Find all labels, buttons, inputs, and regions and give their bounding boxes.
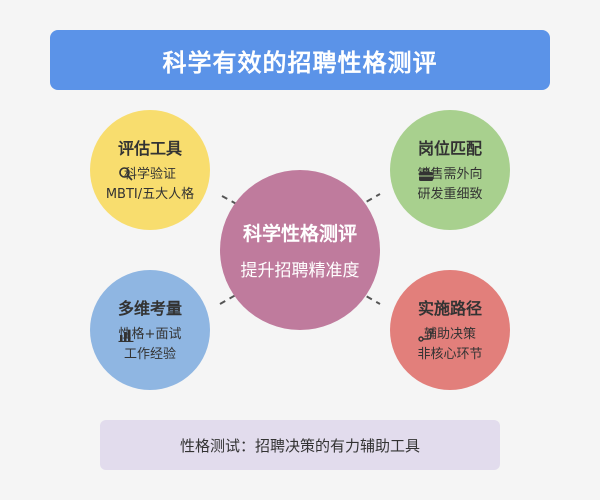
bar-chart-icon — [118, 328, 134, 346]
node-line: 非核心环节 — [417, 347, 483, 362]
node-line: 研发重细致 — [417, 187, 483, 202]
node-heading: 评估工具 — [117, 139, 182, 158]
node-heading: 实施路径 — [417, 299, 482, 318]
diagram-title: 科学有效的招聘性格测评 — [162, 48, 438, 77]
node-multi-dimension: 多维考量 性格+面试 工作经验 — [90, 270, 210, 390]
node-line: 性格+面试 — [118, 327, 182, 342]
node-line: 辅助决策 — [423, 327, 476, 342]
route-icon — [418, 328, 434, 346]
footer-summary: 性格测试：招聘决策的有力辅助工具 — [179, 436, 420, 455]
node-heading: 多维考量 — [117, 299, 182, 318]
node-evaluation-tools: 评估工具 科学验证 MBTI/五大人格 — [90, 110, 210, 230]
center-subtitle: 提升招聘精准度 — [240, 261, 360, 281]
briefcase-icon — [418, 168, 434, 186]
node-line: 科学验证 — [123, 167, 176, 182]
node-line: 工作经验 — [123, 347, 176, 362]
magnifier-icon — [118, 166, 134, 186]
node-heading: 岗位匹配 — [417, 139, 482, 158]
footer-summary-box: 性格测试：招聘决策的有力辅助工具 — [100, 420, 500, 470]
center-heading: 科学性格测评 — [242, 223, 357, 245]
node-position-match: 岗位匹配 销售需外向 研发重细致 — [390, 110, 510, 230]
node-line: MBTI/五大人格 — [105, 187, 195, 202]
node-line: 销售需外向 — [417, 167, 483, 182]
title-banner: 科学有效的招聘性格测评 — [50, 30, 550, 90]
center-node: 科学性格测评 提升招聘精准度 — [220, 170, 380, 330]
node-implementation-path: 实施路径 辅助决策 非核心环节 — [390, 270, 510, 390]
